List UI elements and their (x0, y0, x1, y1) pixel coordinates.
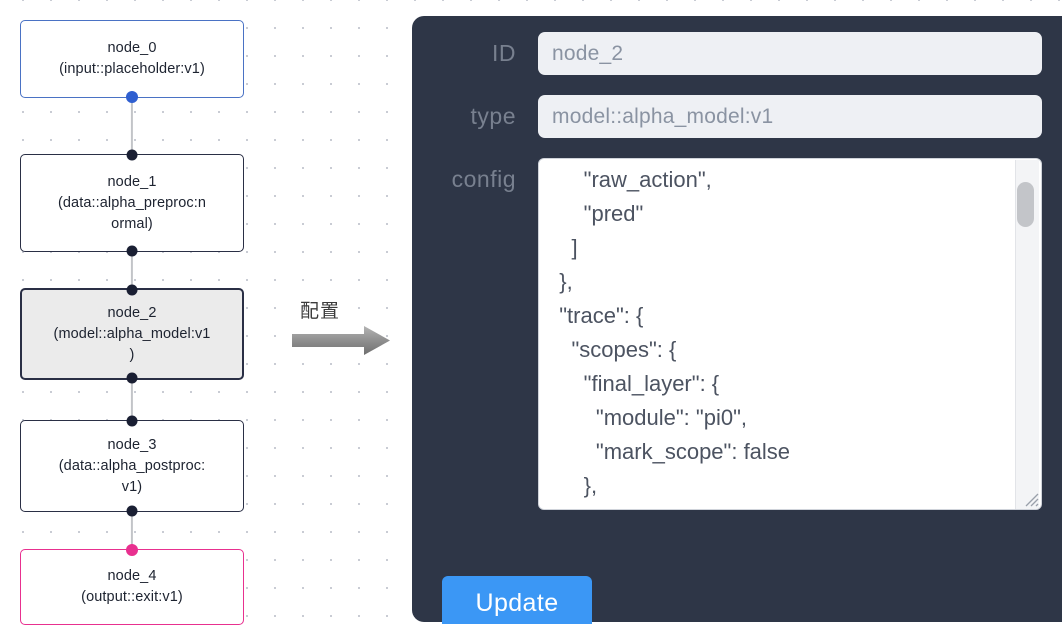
config-textarea[interactable]: "raw_action", "pred" ] }, "trace": { "sc… (539, 159, 1041, 509)
resize-grip-icon[interactable] (1022, 490, 1040, 508)
node-handle-source-icon[interactable] (126, 91, 138, 103)
node-handle-source-icon[interactable] (126, 372, 138, 384)
node-handle-source-icon[interactable] (126, 505, 138, 517)
node-handle-target-icon[interactable] (126, 284, 138, 296)
node-handle-target-icon[interactable] (126, 415, 138, 427)
graph-node-label: node_4 (output::exit:v1) (81, 568, 183, 605)
node-config-panel: ID type config "raw_action", "pred" ] },… (412, 16, 1062, 624)
graph-node-label: node_2 (model::alpha_model:v1 ) (53, 304, 211, 363)
graph-node-node_1[interactable]: node_1 (data::alpha_preproc:n ormal) (20, 149, 244, 257)
edge-node0-node1 (130, 98, 134, 154)
id-input[interactable] (538, 32, 1042, 75)
edge-node1-node2 (130, 252, 134, 288)
node-graph-canvas[interactable]: node_0 (input::placeholder:v1) node_1 (d… (0, 0, 400, 643)
annotation-arrow-group: 配置 (292, 296, 396, 364)
graph-node-node_0[interactable]: node_0 (input::placeholder:v1) (20, 20, 244, 103)
node-handle-target-icon[interactable] (126, 149, 138, 161)
edge-node3-node4 (130, 512, 134, 549)
node-handle-target-icon[interactable] (126, 544, 138, 556)
graph-node-node_2[interactable]: node_2 (model::alpha_model:v1 ) (20, 284, 244, 384)
graph-node-label: node_3 (data::alpha_postproc: v1) (58, 436, 206, 495)
graph-node-node_4[interactable]: node_4 (output::exit:v1) (20, 544, 244, 625)
type-input[interactable] (538, 95, 1042, 138)
config-textarea-wrapper[interactable]: "raw_action", "pred" ] }, "trace": { "sc… (538, 158, 1042, 510)
field-row-id: ID (430, 32, 1042, 75)
annotation-label: 配置 (300, 301, 341, 322)
id-field-label: ID (492, 40, 516, 66)
right-arrow-icon (292, 326, 390, 355)
update-button[interactable]: Update (442, 576, 592, 624)
field-row-type: type (430, 95, 1042, 138)
config-field-label: config (451, 166, 516, 192)
edge-node2-node3 (130, 380, 134, 420)
field-row-config: config "raw_action", "pred" ] }, "trace"… (430, 158, 1042, 510)
graph-node-node_3[interactable]: node_3 (data::alpha_postproc: v1) (20, 415, 244, 517)
graph-node-label: node_0 (input::placeholder:v1) (59, 40, 205, 77)
config-scrollbar-thumb[interactable] (1017, 182, 1034, 227)
config-scrollbar[interactable] (1015, 160, 1039, 509)
type-field-label: type (470, 103, 516, 129)
node-handle-source-icon[interactable] (126, 245, 138, 257)
graph-node-label: node_1 (data::alpha_preproc:n ormal) (57, 173, 207, 232)
